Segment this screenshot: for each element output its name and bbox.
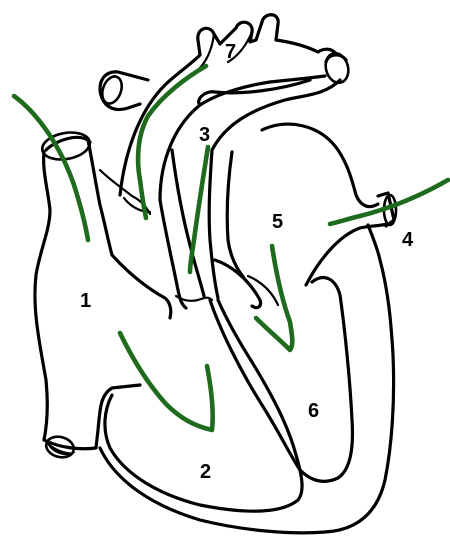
inferior-vena-cava (44, 385, 140, 449)
pointer-line-2-right-ventricle (120, 333, 213, 430)
label-7: 7 (225, 41, 236, 63)
left-atrium-outline (262, 124, 378, 207)
aorta-root-line (172, 150, 204, 296)
label-6: 6 (308, 400, 319, 422)
superior-vena-cava (35, 152, 50, 440)
left-atrium-lower (306, 224, 388, 285)
pointer-line-3-aorta (190, 147, 208, 272)
left-ventricle-inner (210, 278, 352, 482)
pulmonary-artery-end-fill (326, 55, 346, 62)
pointer-line-1-vena-cava (14, 96, 88, 240)
label-3: 3 (199, 124, 210, 146)
label-5: 5 (272, 211, 283, 233)
superior-vena-cava-right (88, 140, 112, 255)
label-2: 2 (200, 461, 211, 483)
valve-detail-left (176, 296, 212, 301)
heart-outline (35, 15, 396, 533)
aortic-arch-inner (160, 76, 325, 200)
label-1: 1 (80, 290, 91, 312)
interatrial-wall (227, 152, 244, 278)
aorta-descending-wall (209, 150, 218, 298)
label-4: 4 (402, 229, 414, 251)
right-atrium-boundary (112, 255, 171, 318)
